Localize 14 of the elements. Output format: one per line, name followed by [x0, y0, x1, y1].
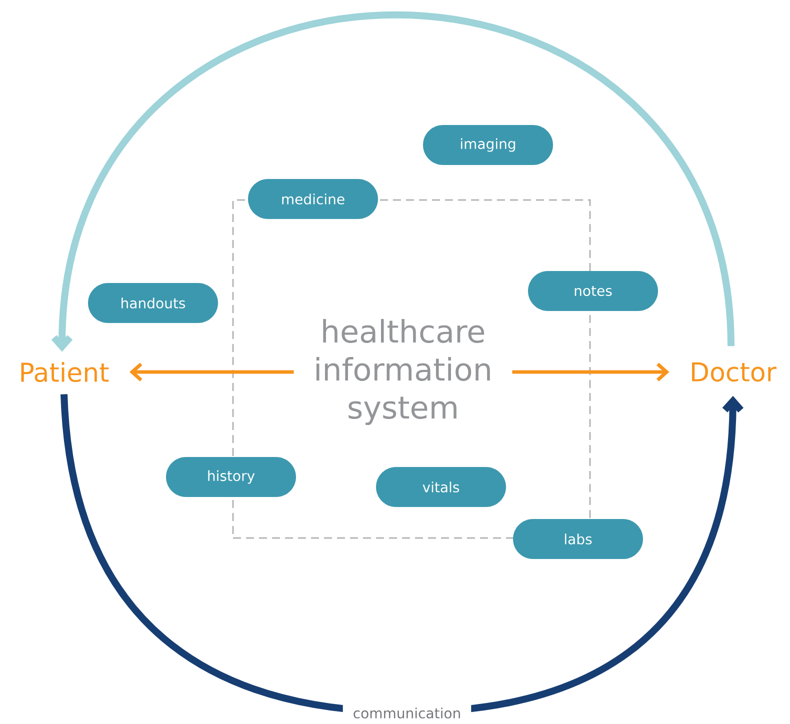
system-title: healthcare information system — [316, 319, 490, 425]
data-pill: handouts — [88, 283, 218, 323]
data-pill: vitals — [376, 467, 506, 507]
actor-label: Patient — [21, 362, 109, 382]
data-pill: imaging — [423, 125, 553, 165]
actor-label: Doctor — [692, 362, 777, 382]
data-pill: notes — [528, 271, 658, 311]
arrow — [512, 362, 670, 382]
data-pill: labs — [513, 519, 643, 559]
data-pill: medicine — [248, 179, 378, 219]
arrow — [129, 362, 294, 382]
data-pill: history — [166, 457, 296, 497]
edge-label: communication — [342, 704, 472, 722]
arrow — [51, 12, 734, 352]
